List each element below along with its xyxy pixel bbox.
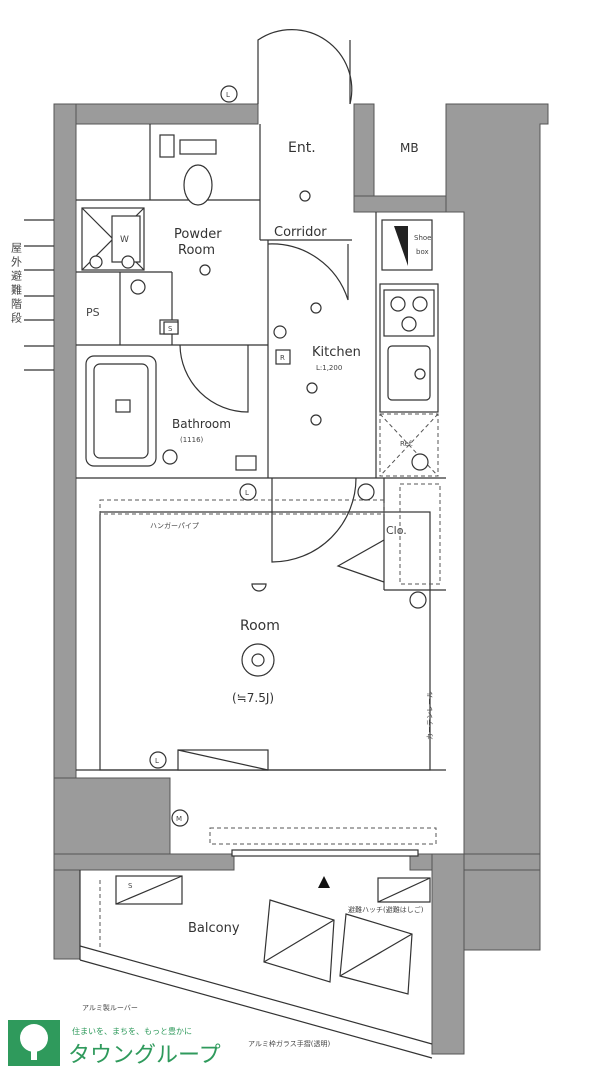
label-powder-room-1: Powder	[174, 227, 222, 242]
refrigerator-space	[379, 413, 439, 477]
wall-bottom-right	[463, 853, 541, 871]
refrigerator-mark: R	[280, 354, 285, 362]
svg-text:L: L	[155, 757, 159, 765]
note-curtain-rail: カーテンレール	[426, 691, 434, 740]
kitchen-sink	[387, 345, 431, 401]
wall-balcony-top-left	[53, 853, 235, 871]
closet-door	[336, 539, 385, 583]
wall-balcony-right	[431, 853, 465, 1055]
label-kitchen-size: L:1,200	[316, 364, 342, 372]
evac-hatch-2	[339, 913, 413, 995]
note-louver: アルミ製ルーバー	[82, 1003, 138, 1012]
label-mb: MB	[400, 141, 419, 155]
label-ref: Ref.	[400, 440, 413, 448]
label-ps: PS	[86, 306, 100, 319]
svg-text:L: L	[245, 489, 249, 497]
wall-top-left	[53, 103, 259, 125]
entrance-door	[257, 29, 353, 105]
wall-balcony-left	[53, 853, 81, 960]
label-shoe-1: Shoe	[414, 234, 431, 242]
wall-left	[53, 103, 77, 855]
label-corridor: Corridor	[274, 225, 327, 240]
fixtures	[81, 134, 441, 888]
label-closet: Clo.	[386, 524, 407, 537]
toilet-bowl	[183, 164, 213, 206]
wall-left-bottom	[53, 777, 171, 855]
room-door	[271, 477, 357, 563]
note-evac-stair: 屋外避難階段	[10, 242, 23, 326]
brand-logo: 住まいを、まちを、もっと豊かに タウングループ	[8, 1020, 221, 1068]
brand-tagline: 住まいを、まちを、もっと豊かに	[72, 1026, 192, 1036]
svg-text:S: S	[128, 882, 133, 890]
label-ent: Ent.	[288, 140, 316, 156]
wall-right-outer	[445, 103, 549, 951]
label-shoe-2: box	[416, 248, 429, 256]
svg-text:L: L	[226, 91, 230, 99]
annotations: ハンガーパイプ カーテンレール 避難ハッチ(避難はしご) アルミ製ルーバー アル…	[10, 219, 434, 1048]
label-kitchen: Kitchen	[312, 345, 361, 360]
room-labels: Ent. MB Powder Room Corridor W PS Kitche…	[86, 140, 431, 936]
bathroom-door	[179, 344, 249, 413]
light-symbol	[220, 85, 238, 103]
label-balcony: Balcony	[188, 921, 240, 936]
walls	[53, 103, 549, 1055]
symbols: L R L L M S	[149, 85, 429, 827]
note-evac-hatch: 避難ハッチ(避難はしご)	[348, 905, 424, 914]
svg-text:M: M	[176, 815, 182, 823]
label-room-size: (≒7.5J)	[232, 691, 274, 705]
powder-room-door	[267, 243, 349, 301]
label-bathroom: Bathroom	[172, 417, 231, 431]
label-room: Room	[240, 618, 280, 634]
svg-text:S: S	[168, 325, 173, 333]
wall-mb-left	[353, 103, 375, 205]
note-hanger-pipe: ハンガーパイプ	[150, 521, 199, 530]
label-washer: W	[120, 235, 129, 245]
toilet-tank	[179, 139, 217, 155]
balcony: S	[79, 870, 433, 1059]
label-powder-room-2: Room	[178, 243, 215, 258]
doors	[179, 29, 385, 583]
label-bathroom-size: (1116)	[180, 436, 204, 444]
note-handrail: アルミ枠ガラス手摺(透明)	[248, 1039, 331, 1048]
brand-name: タウングループ	[68, 1043, 221, 1068]
